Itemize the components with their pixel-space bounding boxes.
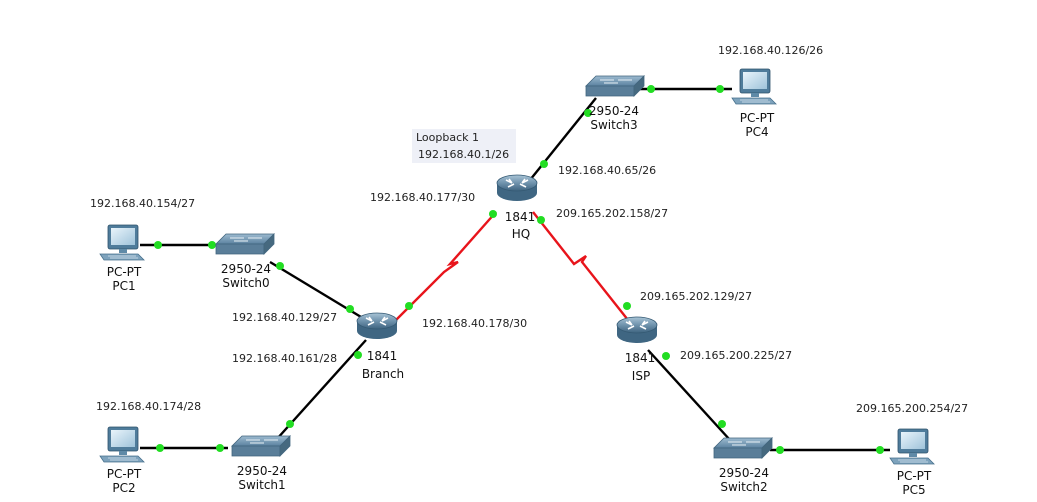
device-name: Switch3 xyxy=(590,118,637,132)
serial-link-hq-isp[interactable] xyxy=(532,211,629,321)
device-model: 2950-24 xyxy=(221,262,271,276)
router-icon xyxy=(496,174,538,202)
device-model: PC-PT xyxy=(107,467,142,481)
pc4[interactable]: PC-PT PC4 xyxy=(731,68,777,139)
switch-icon xyxy=(215,233,275,255)
pc1-address: 192.168.40.154/27 xyxy=(90,197,195,210)
pc5[interactable]: PC-PT PC5 xyxy=(889,428,935,497)
hq-wan-isp-address: 209.165.202.158/27 xyxy=(556,207,668,220)
branch-wan-address: 192.168.40.178/30 xyxy=(422,317,527,330)
serial-link-branch-hq[interactable] xyxy=(395,211,497,321)
device-name: PC1 xyxy=(112,279,135,293)
device-name: Switch2 xyxy=(720,480,767,494)
isp-wan-address: 209.165.202.129/27 xyxy=(640,290,752,303)
pc5-address: 209.165.200.254/27 xyxy=(856,402,968,415)
isp-lan-address: 209.165.200.225/27 xyxy=(680,349,792,362)
switch2[interactable]: 2950-24 Switch2 xyxy=(713,437,773,494)
pc2[interactable]: PC-PT PC2 xyxy=(99,426,145,495)
router-isp[interactable]: 1841 ISP xyxy=(616,316,658,383)
device-name: PC5 xyxy=(902,483,925,497)
loopback-note-background xyxy=(412,129,516,163)
hq-lan-address: 192.168.40.65/26 xyxy=(558,164,656,177)
device-model: 1841 xyxy=(367,349,398,363)
router-icon xyxy=(616,316,658,344)
device-name: PC2 xyxy=(112,481,135,495)
device-model: 2950-24 xyxy=(589,104,639,118)
pc2-address: 192.168.40.174/28 xyxy=(96,400,201,413)
switch-icon xyxy=(585,75,645,97)
switch0[interactable]: 2950-24 Switch0 xyxy=(215,233,275,290)
switch-icon xyxy=(713,437,773,459)
pc-icon xyxy=(99,426,145,463)
device-model: 2950-24 xyxy=(719,466,769,480)
device-name: Switch0 xyxy=(222,276,269,290)
loopback-title: Loopback 1 xyxy=(416,131,479,144)
pc1[interactable]: PC-PT PC1 xyxy=(99,224,145,293)
loopback-address: 192.168.40.1/26 xyxy=(418,148,509,161)
device-model: PC-PT xyxy=(740,111,775,125)
branch-lan1-address: 192.168.40.129/27 xyxy=(232,311,337,324)
pc4-address: 192.168.40.126/26 xyxy=(718,44,823,57)
pc-icon xyxy=(99,224,145,261)
pc-icon xyxy=(889,428,935,465)
device-name: Branch xyxy=(362,367,404,381)
switch1[interactable]: 2950-24 Switch1 xyxy=(231,435,291,492)
link-isp-switch2[interactable] xyxy=(647,349,731,441)
hq-wan-branch-address: 192.168.40.177/30 xyxy=(370,191,475,204)
router-icon xyxy=(356,312,398,340)
device-name: Switch1 xyxy=(238,478,285,492)
device-model: 2950-24 xyxy=(237,464,287,478)
device-name: HQ xyxy=(512,227,530,241)
link-status-dots xyxy=(154,85,884,454)
device-model: 1841 xyxy=(625,351,656,365)
router-hq[interactable]: 1841 HQ xyxy=(496,174,538,241)
device-model: PC-PT xyxy=(107,265,142,279)
branch-lan2-address: 192.168.40.161/28 xyxy=(232,352,337,365)
pc-icon xyxy=(731,68,777,105)
device-name: PC4 xyxy=(745,125,768,139)
router-branch[interactable]: 1841 Branch xyxy=(356,312,404,381)
switch3[interactable]: 2950-24 Switch3 xyxy=(585,75,645,132)
device-model: PC-PT xyxy=(897,469,932,483)
device-model: 1841 xyxy=(505,210,536,224)
switch-icon xyxy=(231,435,291,457)
device-name: ISP xyxy=(632,369,650,383)
